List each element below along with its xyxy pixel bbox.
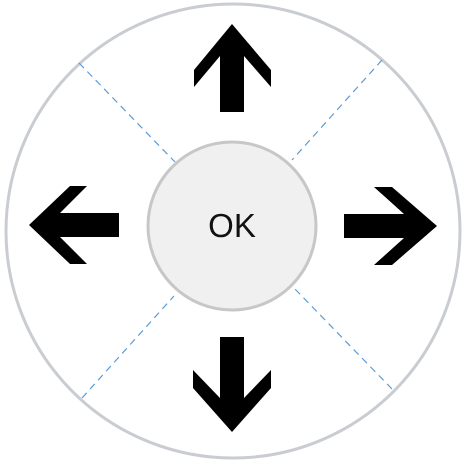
arrow-up-icon — [194, 24, 271, 112]
ok-button[interactable] — [146, 140, 318, 312]
down-button[interactable] — [193, 337, 271, 432]
ok-button-circle — [146, 140, 318, 312]
arrow-left-icon — [29, 186, 119, 264]
divider-top-right — [291, 59, 383, 161]
left-button[interactable] — [29, 186, 119, 264]
right-button[interactable] — [344, 187, 437, 265]
divider-top-left — [78, 62, 176, 163]
up-button[interactable] — [194, 24, 271, 112]
arrow-down-icon — [193, 337, 271, 432]
divider-bottom-left — [81, 295, 175, 399]
arrow-right-icon — [344, 187, 437, 265]
